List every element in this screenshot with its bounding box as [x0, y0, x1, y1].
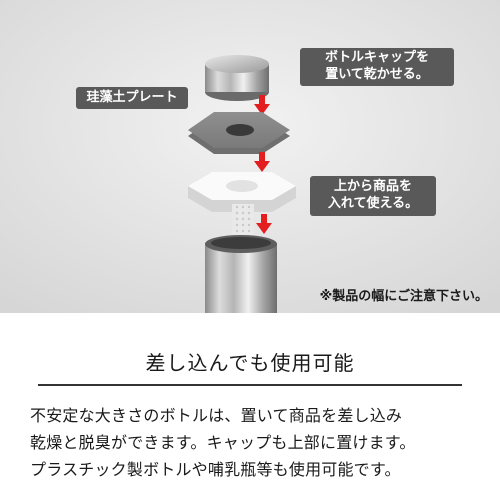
description: 不安定な大きさのボトルは、置いて商品を差し込み 乾燥と脱臭ができます。キャップも… — [30, 402, 480, 483]
callout-plate: 珪藻土プレート — [76, 87, 188, 109]
callout-insert-line1: 上から商品を — [333, 179, 412, 195]
callout-dry-cap-line2: 置いて乾かせる。 — [325, 67, 429, 82]
section-heading: 差し込んでも使用可能 — [145, 351, 355, 375]
arrow-icon — [254, 95, 270, 115]
callout-insert-from-top: 上から商品を 入れて使える。 — [310, 176, 436, 216]
mesh-tube-illustration — [232, 204, 254, 240]
description-line: プラスチック製ボトルや哺乳瓶等も使用可能です。 — [30, 460, 401, 479]
bottle-cap-illustration — [205, 55, 269, 101]
product-photo — [0, 0, 500, 313]
bottle-illustration — [205, 235, 277, 313]
width-caution-note: ※製品の幅にご注意下さい。 — [319, 289, 488, 304]
description-line: 不安定な大きさのボトルは、置いて商品を差し込み — [30, 406, 403, 425]
holder-illustration — [188, 172, 296, 212]
callout-dry-cap-line1: ボトルキャップを — [324, 50, 429, 66]
plate-illustration — [188, 112, 290, 154]
arrow-icon — [256, 214, 272, 234]
callout-dry-cap: ボトルキャップを 置いて乾かせる。 — [300, 48, 454, 86]
arrow-icon — [254, 152, 270, 172]
description-line: 乾燥と脱臭ができます。キャップも上部に置けます。 — [30, 433, 416, 452]
callout-plate-label: 珪藻土プレート — [86, 89, 178, 105]
callout-insert-line2: 入れて使える。 — [327, 196, 419, 211]
heading-divider — [38, 384, 462, 386]
